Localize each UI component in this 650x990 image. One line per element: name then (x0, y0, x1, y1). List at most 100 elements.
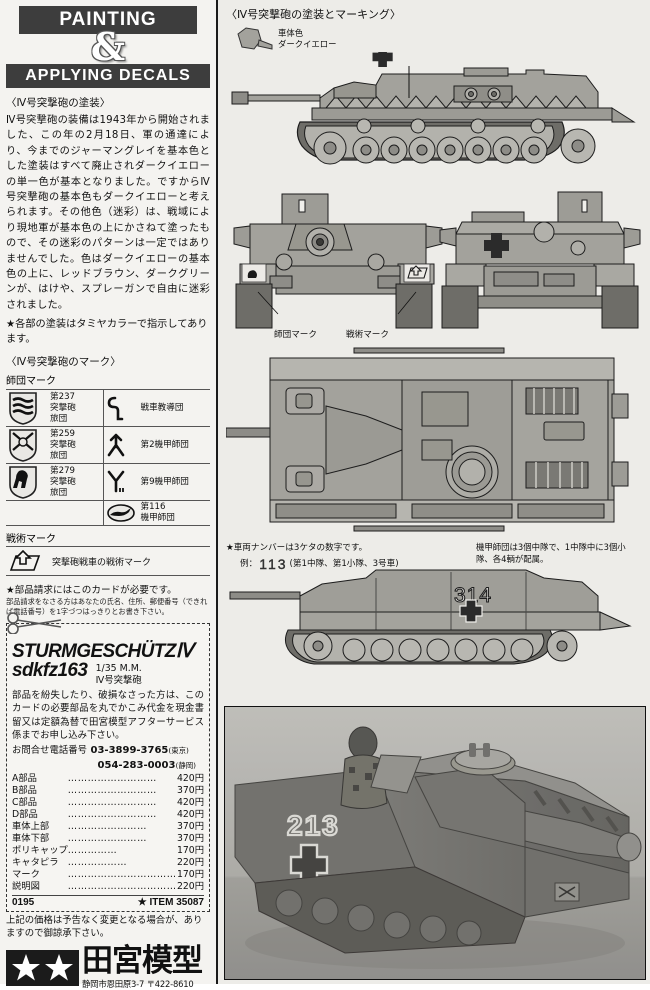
contact-phone-line2: 054-283-0003(静岡) (97, 759, 196, 771)
table-row: 第237 突撃砲 旅団 戦車教導団 (6, 389, 210, 428)
painting-section-heading: 〈Ⅳ号突撃砲の塗装〉 (6, 97, 111, 109)
part-price: 170円 (176, 868, 204, 880)
rune-man-icon (108, 433, 125, 457)
division-marks-table: 第237 突撃砲 旅団 戦車教導団 第259 突撃砲 旅団 (6, 389, 210, 527)
part-name: A部品 (12, 772, 37, 784)
symbol-cell (103, 389, 139, 428)
tactical-mark-row: 突撃砲戦車の戦術マーク (6, 546, 210, 577)
vehicle-number-note: ★車両ナンバーは3ケタの数字です。 (226, 543, 368, 553)
part-name: キャタピラ (12, 856, 59, 868)
page-title-banner: PAINTING & APPLYING DECALS (6, 6, 210, 88)
part-price: 370円 (176, 820, 204, 832)
greyhound-oval-icon (107, 504, 136, 523)
part-price: 420円 (176, 796, 204, 808)
price-row: ポリキャップ……………170円 (12, 845, 204, 857)
kit-name-japanese: Ⅳ号突撃砲 (95, 674, 142, 686)
legend-label-dark-yellow: ダークイエロー (278, 39, 337, 49)
balkenkreuz-marking (372, 52, 410, 98)
part-price: 370円 (176, 832, 204, 844)
marking-section-heading: 〈Ⅳ号突撃砲の塗装とマーキング〉 (226, 8, 401, 21)
assault-gun-tactical-icon (9, 550, 41, 572)
brigade-label: 第259 突撃砲 旅団 (48, 426, 104, 465)
tank-side-view-drawing (231, 52, 636, 165)
badge-cell-empty (6, 500, 49, 527)
unit-name: 第2機甲師団 (138, 426, 210, 465)
scissors-icon (7, 612, 62, 635)
example-prefix: 例： (240, 559, 258, 569)
part-name: 車体下部 (12, 832, 50, 844)
organization-note: 機甲師団は3個中隊で、1中隊中に3個小隊、各4輌が配属。 (476, 542, 626, 564)
tank-side-view-marked-drawing: 314 (229, 569, 632, 665)
tank-rear-view (439, 191, 641, 329)
badge-cell (6, 389, 49, 428)
price-row: B部品………………………370円 (12, 785, 204, 797)
front-view-markings (241, 263, 431, 315)
tank-front-view (233, 193, 443, 329)
table-row: 第279 突撃砲 旅団 第9機甲師団 (6, 463, 210, 502)
table-row: 第259 突撃砲 旅団 第2機甲師団 (6, 426, 210, 465)
price-change-note: 上記の価格は予告なく変更となる場合が、ありますので御諒承下さい。 (6, 914, 203, 939)
item-code-line: 0195 ★ ITEM 35087 (12, 894, 204, 908)
brigade-label: 第279 突撃砲 旅団 (48, 463, 104, 502)
leader-dots: …………………………… (67, 868, 177, 880)
parts-order-instructions: 部品を紛失したり、破損なさった方は、このカードの必要部品を丸でかこみ代金を現金書… (12, 690, 204, 741)
price-row: 説明図……………………………220円 (12, 881, 204, 893)
badge-cell (6, 463, 49, 502)
leader-dots: …………… (67, 844, 118, 856)
ampersand-graphic: & (6, 28, 210, 66)
photo-balkenkreuz (289, 843, 329, 887)
price-row: 車体下部 …………………… 370円 (12, 833, 204, 845)
tactical-mark-label: 突撃砲戦車の戦術マーク (52, 557, 152, 568)
leader-dots: …………………… (67, 820, 147, 832)
price-row: A部品 ……………………… 420円 (12, 773, 204, 785)
part-name: C部品 (12, 796, 38, 808)
leader-dots: …………………… (67, 832, 147, 844)
page-title-painting: PAINTING (19, 6, 197, 34)
part-name: ポリキャップ (12, 844, 68, 856)
loop-l-icon (108, 396, 124, 421)
kit-name-line2: sdkfz163 (12, 659, 88, 682)
leader-dots: ……………………… (67, 784, 157, 796)
left-column: PAINTING & APPLYING DECALS 〈Ⅳ号突撃砲の塗装〉 Ⅳ号… (0, 0, 218, 989)
leader-dots: ……………… (67, 856, 128, 868)
painting-color-note: ★各部の塗装はタミヤカラーで指示してあります。 (6, 319, 208, 346)
photo-content: 213 (225, 707, 645, 979)
part-price: 420円 (176, 772, 204, 784)
leader-dots: …………………………… (67, 880, 177, 892)
symbol-cell (103, 463, 139, 502)
price-row: キャタピラ………………220円 (12, 857, 204, 869)
kit-name-line1: STURMGESCHÜTZⅣ (12, 640, 193, 663)
vehicle-number-note-block: ★車両ナンバーは3ケタの数字です。 例： 113 (第1中隊、第1小隊、3号車)… (226, 542, 644, 578)
leader-dots: ……………………… (67, 772, 157, 784)
legend-label-body-color: 車体色 (278, 28, 304, 38)
color-legend: 車体色 ダークイエロー (234, 26, 644, 56)
brigade-label: 第237 突撃砲 旅団 (48, 389, 104, 428)
part-name: 説明図 (12, 880, 40, 892)
photo-vehicle-number: 213 (287, 810, 340, 841)
part-name: D部品 (12, 808, 38, 820)
table-row: 第116 機甲師団 (6, 500, 210, 527)
shield-horse-icon (9, 466, 37, 500)
parts-card-subnote: 部品請求をなさる方はあなたの氏名、住所、郵便番号（できれば電話番号）を1字づつは… (6, 597, 208, 616)
shield-stripes-icon (9, 392, 37, 426)
unit-name: 戦車教導団 (138, 389, 210, 428)
unit-name: 第116 機甲師団 (138, 500, 210, 527)
marks-section-heading: 〈Ⅳ号突撃砲のマーク〉 (6, 356, 121, 369)
rune-y-icon (108, 470, 125, 493)
part-name: マーク (12, 868, 40, 880)
star-icon (45, 954, 73, 981)
color-swatch-icon (237, 27, 273, 50)
symbol-cell (103, 426, 139, 465)
price-row: マーク ……………………………170円 (12, 869, 204, 881)
model-photo: 213 (224, 706, 646, 980)
parts-card-heading: ★部品請求にはこのカードが必要です。 (6, 585, 177, 597)
rear-balkenkreuz-marking (484, 233, 509, 258)
part-name: 車体上部 (12, 820, 50, 832)
shield-cross-icon (9, 429, 37, 463)
twin-star-mark (6, 950, 79, 987)
tamiya-brand-name: 田宮模型 (82, 943, 203, 980)
leader-dots: ……………………… (67, 796, 157, 808)
tamiya-logo: 田宮模型 静岡市恩田原3-7 〒422-8610 (6, 946, 210, 990)
part-price: 370円 (176, 784, 204, 796)
